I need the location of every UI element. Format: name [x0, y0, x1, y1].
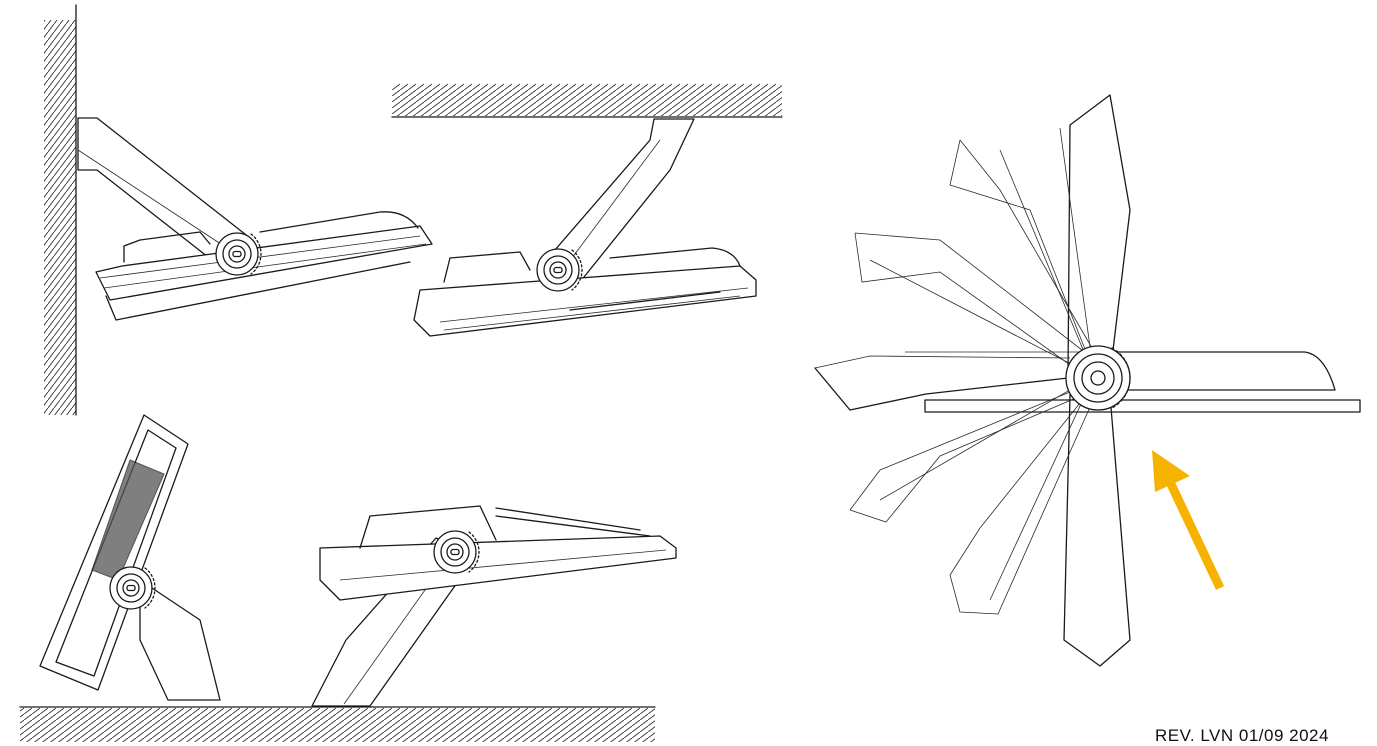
- floor-tilted-bracket: [139, 579, 221, 701]
- ceiling-mount-view: [391, 84, 783, 337]
- wall-hatch: [44, 20, 76, 415]
- rotation-pivot-knuckle: [1065, 345, 1131, 411]
- direction-arrow: [1152, 450, 1225, 590]
- wall-mount-view: [44, 4, 433, 416]
- rotation-luminaire-housing: [1109, 351, 1336, 391]
- floor-tilted-view: [39, 414, 221, 701]
- revision-label: REV. LVN 01/09 2024: [1155, 726, 1329, 745]
- floor-upright-view: [311, 505, 677, 707]
- ceiling-hatch: [392, 84, 782, 116]
- floor-upright-body: [319, 535, 677, 601]
- floor: [19, 706, 656, 742]
- rotation-diagram: [814, 94, 1361, 667]
- bracket-positions: [814, 94, 1131, 667]
- floor-hatch: [20, 708, 655, 742]
- rotation-luminaire-base: [924, 399, 1361, 413]
- wall-luminaire-body: [95, 225, 433, 301]
